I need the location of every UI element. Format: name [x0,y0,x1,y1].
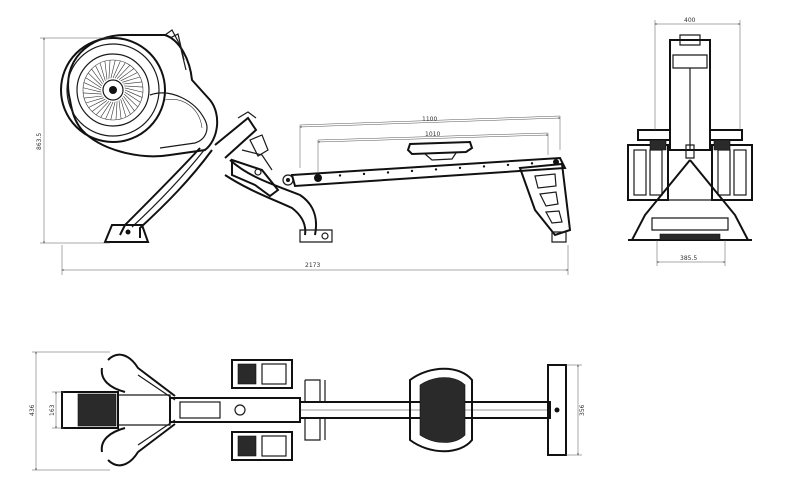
dim-front-width: 400 [684,17,696,24]
side-view: 2173 863.5 1100 1010 [36,29,572,275]
dim-total-length: 2173 [305,262,320,269]
top-view: 436 163 356 [29,351,586,471]
dim-top-width: 436 [29,404,36,416]
dim-rail-inner: 1010 [425,131,440,138]
top-flywheel-housing [61,391,119,429]
seat [406,140,474,156]
dim-top-foot: 356 [579,404,586,416]
dim-front-base: 385.5 [680,255,697,262]
dim-rail-outer: 1100 [422,116,437,123]
dim-top-flywheel: 163 [49,404,56,416]
top-seat [409,367,473,453]
top-rail [299,401,551,419]
left-pedal [627,139,669,201]
rear-leg [229,159,318,236]
top-right-pedal [231,431,293,461]
front-foot [103,224,150,243]
front-leg [119,147,201,236]
front-view: 400 385.5 [627,17,753,266]
right-pedal [711,139,753,201]
rail [290,156,567,188]
dim-height: 863.5 [36,133,43,150]
front-column [669,39,711,151]
flywheel-icon [60,37,166,143]
top-left-pedal [231,359,293,389]
